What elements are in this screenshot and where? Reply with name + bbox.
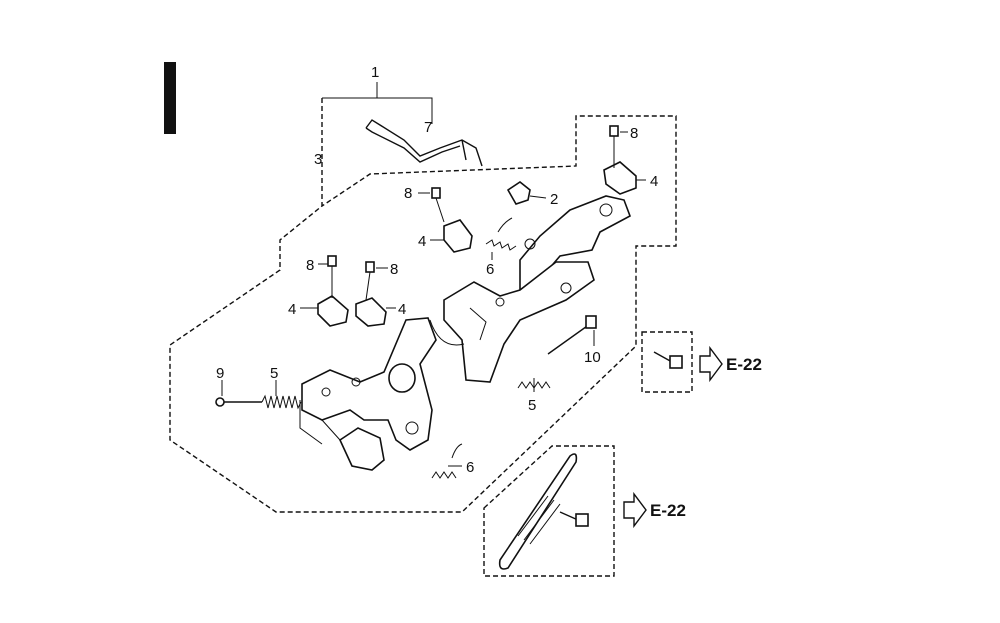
bolt-9-head (215, 397, 225, 407)
ref-bolt-shaft (653, 351, 673, 363)
callout-9: 9 (216, 365, 224, 382)
ref-arrow-upper (699, 345, 723, 383)
callout-2: 2 (550, 191, 558, 208)
ref-bolt-head (669, 355, 683, 369)
ref-label-upper[interactable]: E-22 (726, 355, 762, 374)
ref-label-lower[interactable]: E-22 (650, 501, 686, 520)
callout-5b: 5 (528, 397, 536, 414)
callout-7: 7 (424, 119, 432, 136)
ref-box-bolt (641, 331, 693, 393)
callout-5a: 5 (270, 365, 278, 382)
screw-8-left-a (327, 255, 337, 267)
callout-4b: 4 (398, 301, 406, 318)
ref-bolt2-shaft (559, 511, 579, 521)
screw-shaft (365, 271, 371, 301)
plate-edge (299, 400, 341, 445)
lower-plate-left (301, 317, 437, 451)
ref-box-spring (483, 445, 615, 577)
ref-bolt2-head (575, 513, 589, 527)
callout-8a: 8 (306, 257, 314, 274)
screw-8-center (431, 187, 441, 199)
clamp-4-top-right (603, 161, 637, 195)
bolt-10-shaft (547, 323, 591, 355)
ref-long-spring (498, 453, 578, 570)
spring-5-left (261, 394, 302, 410)
callout-1: 1 (371, 64, 379, 81)
clamp-4-center (443, 219, 473, 253)
callout-6a: 6 (486, 261, 494, 278)
ref-arrow-lower (623, 491, 647, 529)
arm-hole (560, 282, 572, 294)
spring-6-upper (485, 217, 517, 251)
callout-8c: 8 (404, 185, 412, 202)
callout-8d: 8 (630, 125, 638, 142)
plate-hole (524, 238, 536, 250)
group-bracket-1 (322, 82, 433, 124)
upper-plate-right (519, 195, 631, 292)
callout-6b: 6 (466, 459, 474, 476)
lever-knob (388, 363, 416, 393)
leader-2 (529, 195, 547, 199)
section-marker-bar (164, 62, 176, 134)
callout-4c: 4 (418, 233, 426, 250)
callout-3: 3 (314, 151, 322, 168)
clip-part (506, 181, 531, 205)
callout-8b: 8 (390, 261, 398, 278)
assembly-boundary (169, 98, 677, 513)
governor-arm-body (443, 261, 595, 383)
plate-hole (599, 203, 613, 217)
wire-rod-part (365, 119, 483, 167)
arm-hole (495, 297, 505, 307)
arm-linkage (429, 307, 487, 346)
screw-shaft (435, 197, 445, 223)
clamp-4-left-b (355, 297, 387, 327)
callout-4a: 4 (288, 301, 296, 318)
callout-4d: 4 (650, 173, 658, 190)
plate-hole (351, 377, 361, 387)
screw-8-top-right (609, 125, 619, 137)
bolt-10-head (585, 315, 597, 329)
lower-bracket-foot (338, 427, 385, 471)
screw-8-left-b (365, 261, 375, 273)
plate-hole (405, 421, 419, 435)
plate-hole (321, 387, 331, 397)
callout-10: 10 (584, 349, 601, 366)
spring-6-lower (431, 443, 463, 479)
ref-spring-coils (517, 495, 561, 545)
clamp-4-left-a (317, 295, 349, 327)
